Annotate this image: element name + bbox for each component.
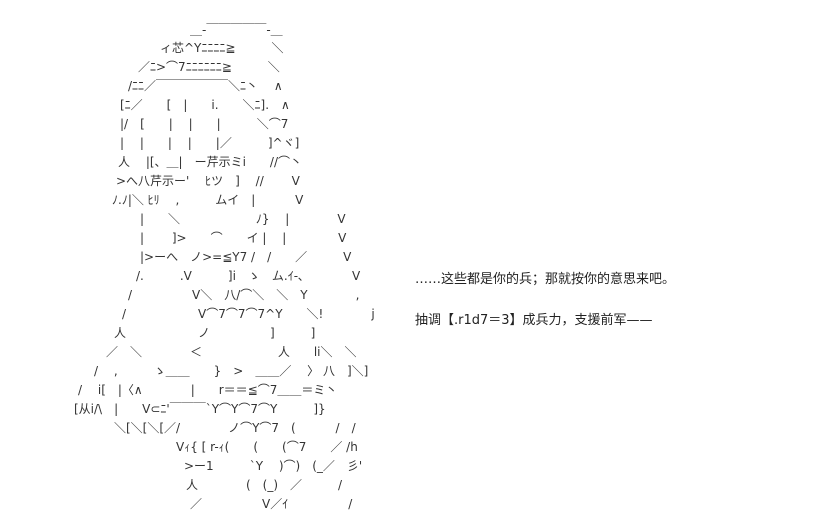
- ascii-art-line: ／ ＼ ＜ 人 li＼ ＼: [106, 345, 357, 359]
- ascii-art-line: / V⌒7⌒7⌒7^Y ＼! j: [122, 307, 375, 321]
- ascii-art-line: 人 |[、＿| ー芹示ミi //⌒丶: [118, 155, 303, 169]
- ascii-art-line: /. .V ]i ゝ ム.ｲ-､ V: [136, 269, 361, 283]
- ascii-art-line: [从i/\ | V⊂ﾆ'￣￣￣`Y⌒Y⌒7⌒Y ]}: [74, 402, 326, 416]
- ascii-art-line: ＼[＼[＼[／/ ノ⌒Y⌒7 ( / /: [114, 421, 356, 435]
- ascii-art-line: / , ゝ＿＿ } > ＿＿／ 〉 八 ]＼]: [94, 364, 369, 378]
- ascii-art-line: >ー1 `Y )⌒) (_／ 彡': [184, 459, 363, 473]
- ascii-art-line: ／ V／ｲ /: [190, 497, 353, 511]
- ascii-art-line: / i[ |〈∧ | r＝＝≦⌒7＿＿＝ミ丶: [78, 383, 338, 397]
- ascii-art-line: ィ芯^Yﾆﾆﾆﾆ≧ ＼: [160, 41, 284, 55]
- ascii-art-line: ／ﾆ>⌒7ﾆﾆﾆﾆﾆﾆ≧ ＼: [138, 60, 280, 74]
- ascii-art-line: ﾉ.ﾉ|＼ ﾋﾘ , ムイ | V: [112, 193, 304, 207]
- ascii-art-line: / V＼ 八/⌒＼ ＼ Y ,: [128, 288, 360, 302]
- dialog-line-2: 抽调【.r1d7＝3】成兵力，支援前军——: [415, 313, 653, 328]
- ascii-art-line: /ﾆﾆ／￣￣￣￣￣￣＼ﾆ丶 ∧: [128, 79, 283, 93]
- ascii-art-line: | ＼ ﾉ} | V: [140, 212, 346, 226]
- ascii-art-line: | ]> ⌒ イ | | V: [140, 231, 347, 245]
- ascii-art-line: >へ八芹示ー' ﾋツ ] // V: [116, 174, 300, 188]
- ascii-art-line: Vｨ{ [ r-ｨ( ( (⌒7 ／ /h: [176, 440, 358, 454]
- ascii-art-line: |>ーへ ノ>=≦Y7 / / ／ V: [140, 250, 352, 264]
- ascii-art-line: |/ [ | | | ＼⌒7: [120, 117, 289, 131]
- ascii-art-line: [ﾆ／ [ | i. ＼ﾆ]. ∧: [120, 98, 290, 112]
- ascii-art-line: 人 ノ ] ]: [114, 326, 316, 340]
- ascii-art-line: | | | | |／ ]^ヾ]: [120, 136, 300, 150]
- ascii-art-line: 人 ( (_) ／ /: [186, 478, 343, 492]
- dialog-line-1: ……这些都是你的兵；那就按你的意思来吧。: [415, 272, 676, 287]
- ascii-art-line: ＿-￣￣￣￣￣-＿: [190, 23, 283, 37]
